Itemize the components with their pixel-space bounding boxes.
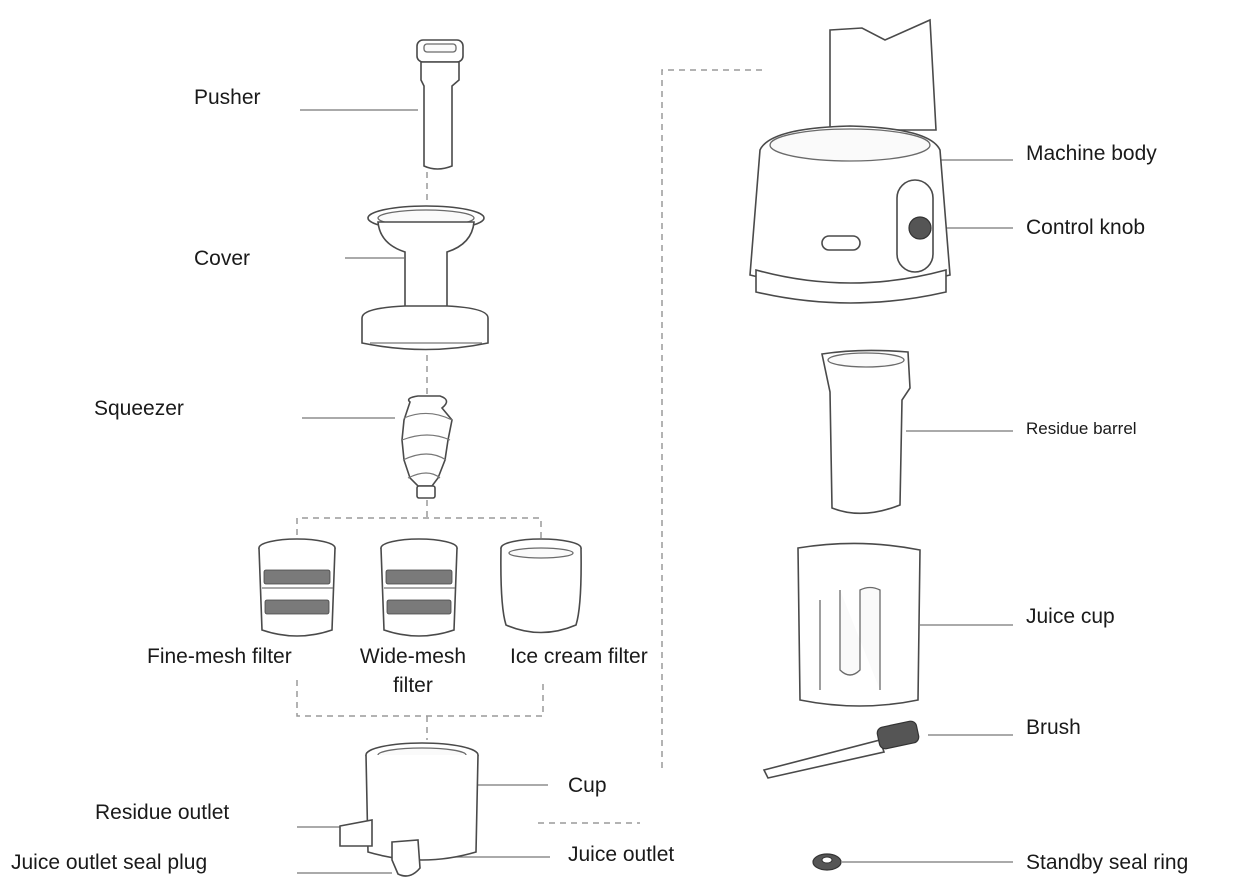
- brush-illustration: [762, 720, 920, 779]
- label-residue-barrel: Residue barrel: [1026, 419, 1137, 438]
- standby-seal-ring-illustration: [812, 853, 842, 871]
- machine-body-illustration: [749, 18, 951, 304]
- label-pusher: Pusher: [194, 86, 261, 109]
- label-wide-mesh-filter: Wide-mesh filter: [332, 645, 494, 698]
- wide-mesh-filter-illustration: [380, 538, 458, 637]
- label-wide-mesh-filter-line2: filter: [393, 674, 433, 697]
- label-standby-seal-ring: Standby seal ring: [1026, 851, 1189, 874]
- label-machine-body: Machine body: [1026, 142, 1157, 165]
- cover-illustration: [361, 205, 489, 351]
- residue-barrel-illustration: [821, 349, 911, 515]
- label-fine-mesh-filter: Fine-mesh filter: [147, 645, 292, 668]
- label-cup: Cup: [568, 774, 607, 797]
- label-wide-mesh-filter-line1: Wide-mesh: [359, 645, 467, 668]
- label-ice-cream-filter: Ice cream filter: [510, 645, 648, 668]
- label-squeezer: Squeezer: [94, 397, 184, 420]
- ice-cream-filter-illustration: [500, 538, 582, 634]
- cup-illustration: [339, 742, 479, 877]
- pusher-illustration: [416, 39, 464, 170]
- label-residue-outlet: Residue outlet: [95, 801, 230, 824]
- label-cover: Cover: [194, 247, 251, 270]
- squeezer-illustration: [401, 395, 453, 499]
- label-brush: Brush: [1026, 716, 1081, 739]
- label-juice-cup: Juice cup: [1026, 605, 1115, 628]
- label-control-knob: Control knob: [1026, 216, 1146, 239]
- assembly-guides: [296, 69, 762, 824]
- juice-cup-illustration: [797, 542, 921, 707]
- fine-mesh-filter-illustration: [258, 538, 336, 637]
- label-juice-outlet-seal-plug: Juice outlet seal plug: [11, 851, 208, 874]
- label-juice-outlet: Juice outlet: [568, 843, 675, 866]
